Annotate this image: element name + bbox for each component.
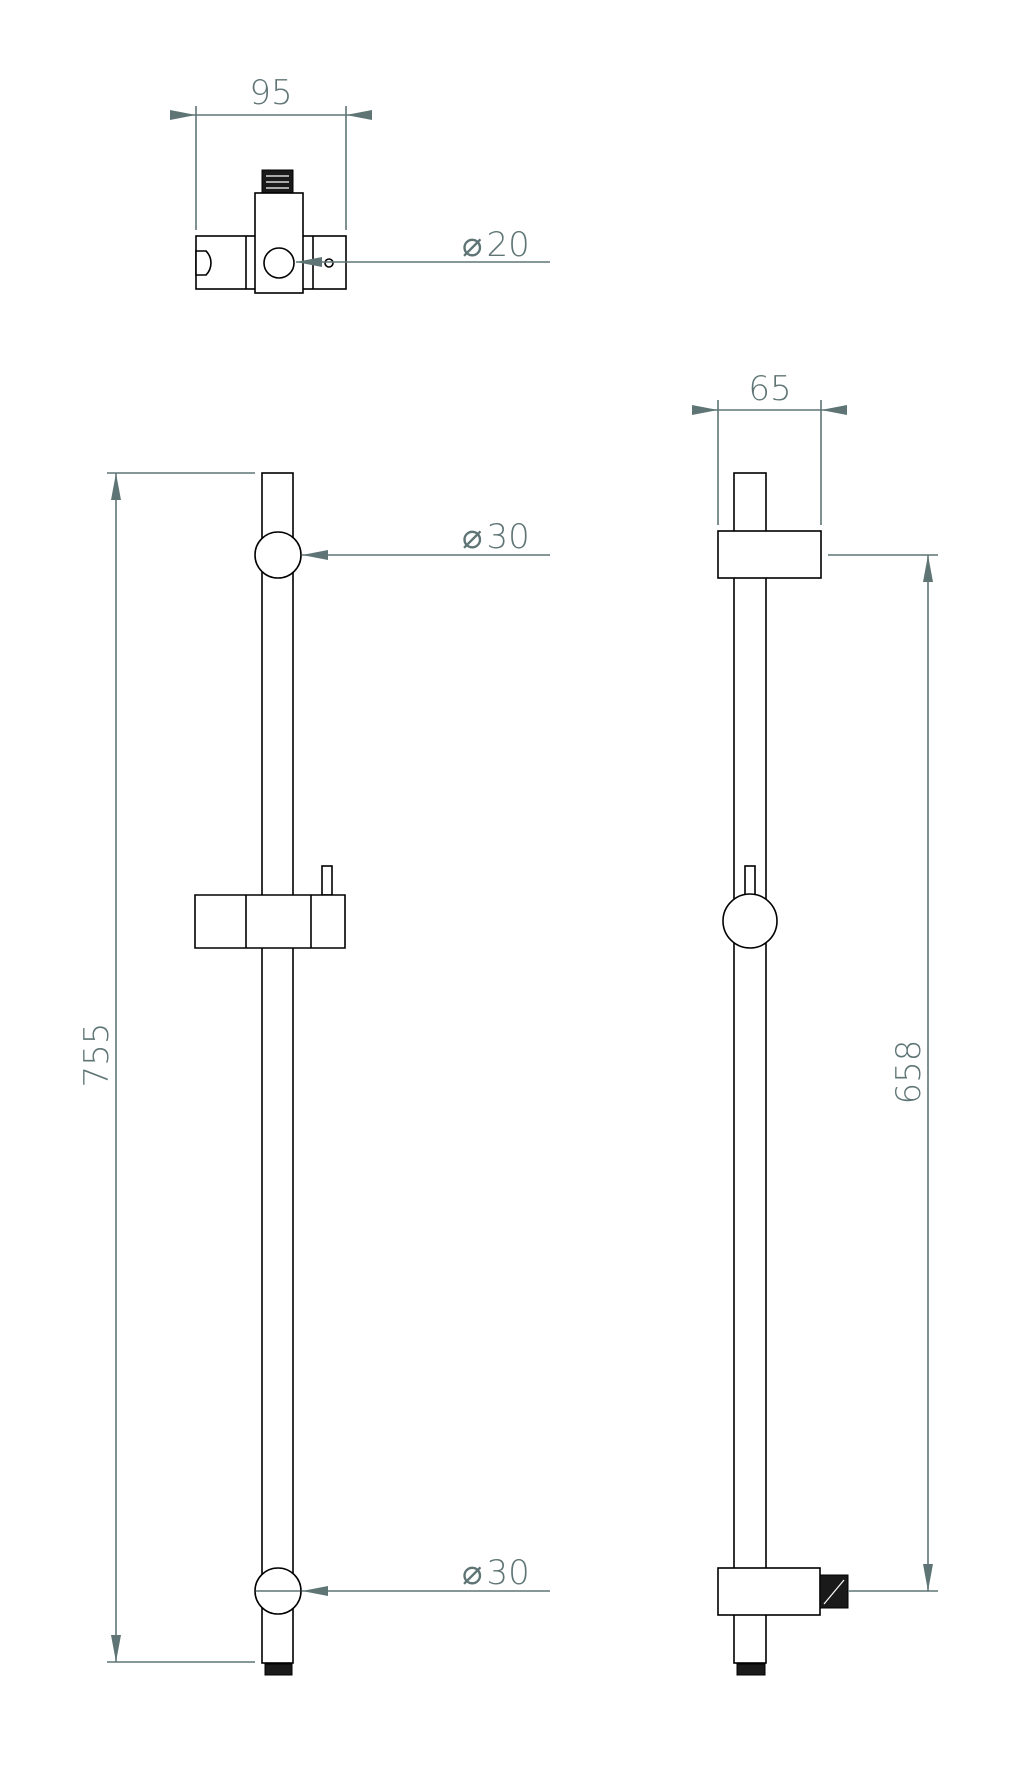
side-view: 65 658 (692, 369, 938, 1676)
dim-30-bottom-label: ⌀30 (462, 1553, 530, 1593)
front-view: ⌀30 ⌀30 755 (77, 472, 550, 1676)
dim-658-label: 658 (889, 1040, 929, 1105)
dim-30-top-label: ⌀30 (462, 517, 530, 557)
dim-95-label: 95 (249, 73, 292, 113)
dim-20-label: ⌀20 (462, 225, 530, 265)
dim-65-label: 65 (748, 369, 791, 409)
dim-95: 95 (170, 73, 372, 230)
top-view: 95 ⌀20 (170, 73, 550, 294)
dim-755-label: 755 (77, 1023, 117, 1088)
thread-icon (264, 1663, 293, 1676)
thread-icon (736, 1663, 766, 1676)
